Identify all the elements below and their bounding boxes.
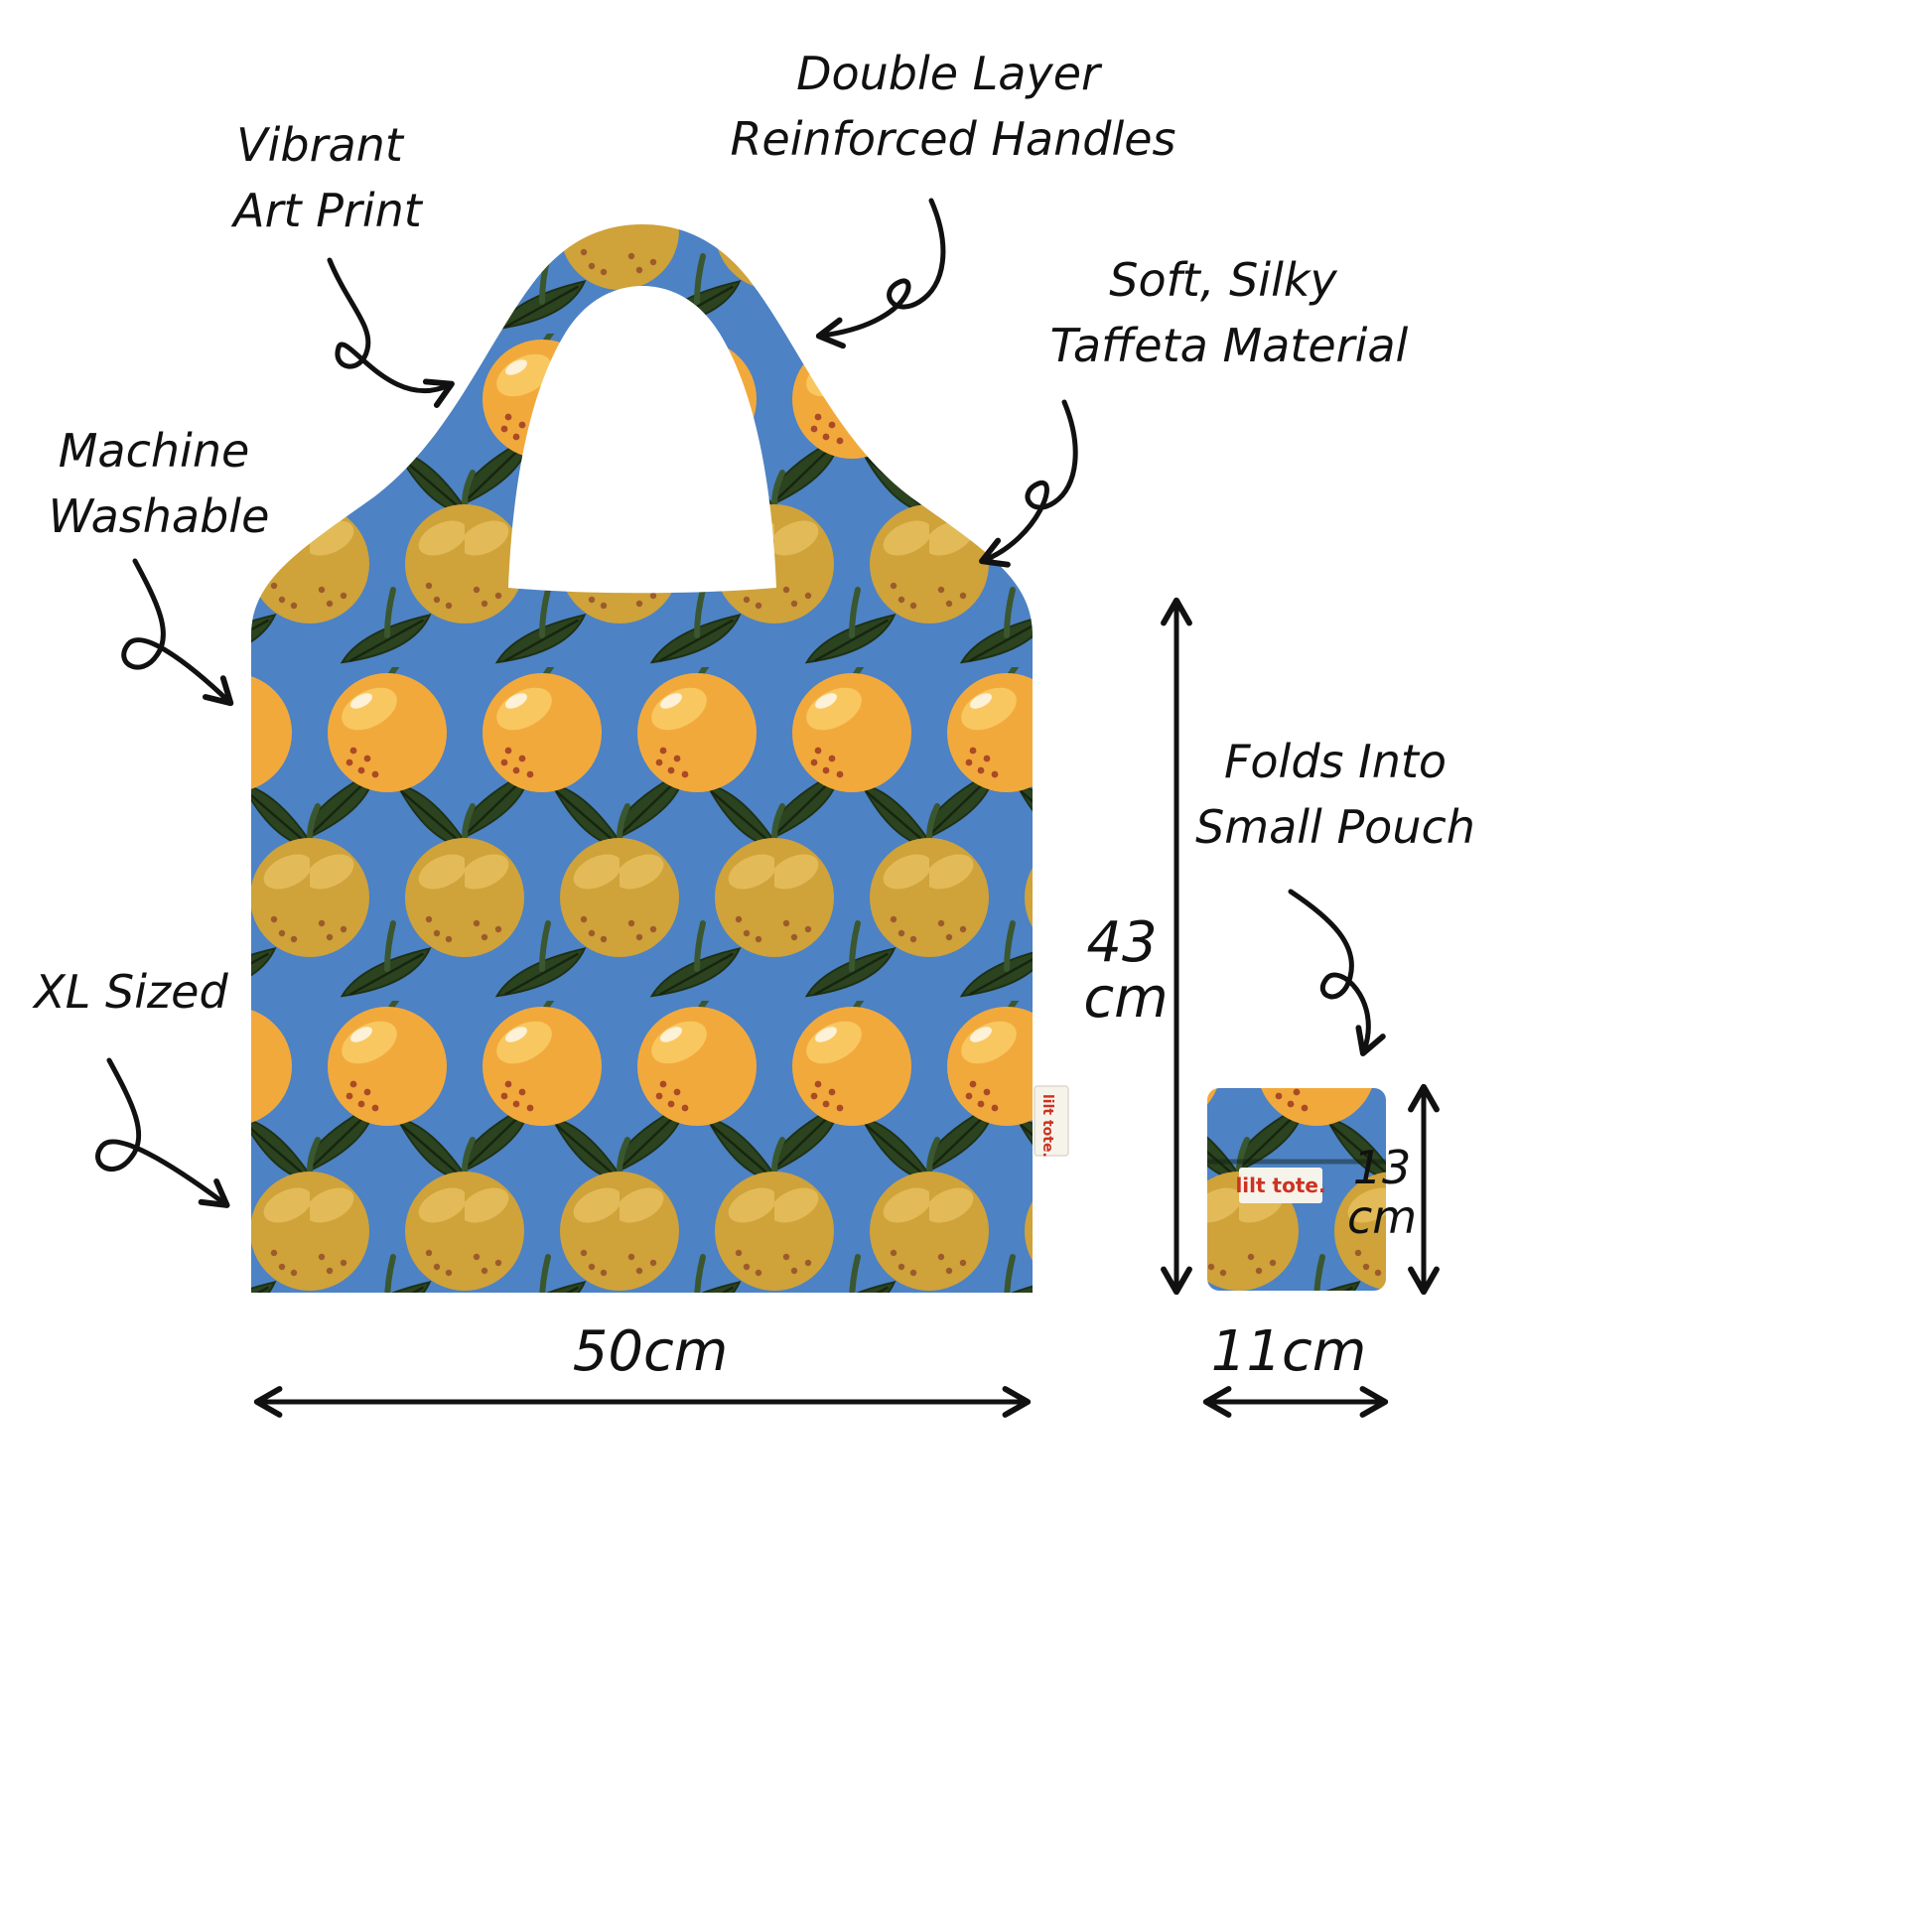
annotation-vibrant-line1: Vibrant: [236, 118, 405, 172]
dimension-bag-height: 43 cm: [1083, 597, 1192, 1296]
arrow-double-layer-handles: [815, 198, 946, 349]
bag-width-label: 50cm: [573, 1319, 729, 1384]
annotation-vibrant-line2: Art Print: [230, 184, 424, 237]
annotation-machine-washable: Machine Washable: [49, 424, 270, 543]
arrow-vibrant-art-print: [327, 257, 455, 408]
annotation-vibrant-art-print: Vibrant Art Print: [230, 118, 424, 237]
bag-height-unit: cm: [1083, 966, 1168, 1031]
bag-brand-tag-shape: [1034, 1085, 1069, 1157]
annotation-washable-line2: Washable: [49, 489, 270, 543]
arrow-machine-washable: [121, 558, 234, 707]
pouch-height-value: 13: [1353, 1141, 1412, 1194]
tote-bag: [251, 224, 1033, 1293]
dimension-pouch-width: 11cm: [1202, 1319, 1389, 1418]
arrow-taffeta-material: [979, 399, 1078, 568]
annotation-folds-line2: Small Pouch: [1195, 800, 1475, 854]
annotation-washable-line1: Machine: [59, 424, 250, 478]
annotation-taffeta-line1: Soft, Silky: [1109, 253, 1337, 307]
bag-brand-tag-label: lilt tote.: [1039, 1094, 1055, 1158]
annotation-taffeta-material: Soft, Silky Taffeta Material: [1050, 253, 1409, 372]
annotation-xl-sized: XL Sized: [32, 965, 228, 1019]
pouch-brand-label-shape: [1239, 1168, 1322, 1203]
annotation-handles-line2: Reinforced Handles: [730, 112, 1175, 166]
annotation-folds-line1: Folds Into: [1224, 735, 1447, 788]
dimension-pouch-height: 13 cm: [1347, 1083, 1440, 1296]
pouch-width-label: 11cm: [1211, 1319, 1367, 1384]
annotation-double-layer-handles: Double Layer Reinforced Handles: [730, 47, 1175, 166]
arrow-folds-small-pouch: [1288, 889, 1386, 1056]
pouch-brand-label: lilt tote.: [1235, 1173, 1325, 1197]
bag-brand-tag: lilt tote.: [1034, 1085, 1069, 1158]
annotation-taffeta-line2: Taffeta Material: [1050, 319, 1409, 372]
annotation-xl-line1: XL Sized: [32, 965, 228, 1019]
bag-height-value: 43: [1086, 910, 1157, 975]
pouch-height-unit: cm: [1347, 1190, 1417, 1244]
dimension-bag-width: 50cm: [253, 1319, 1032, 1418]
folded-pouch: lilt tote.: [1207, 1088, 1386, 1291]
annotation-handles-line1: Double Layer: [796, 47, 1103, 100]
annotation-folds-small-pouch: Folds Into Small Pouch: [1195, 735, 1475, 854]
arrow-xl-sized: [95, 1057, 230, 1208]
